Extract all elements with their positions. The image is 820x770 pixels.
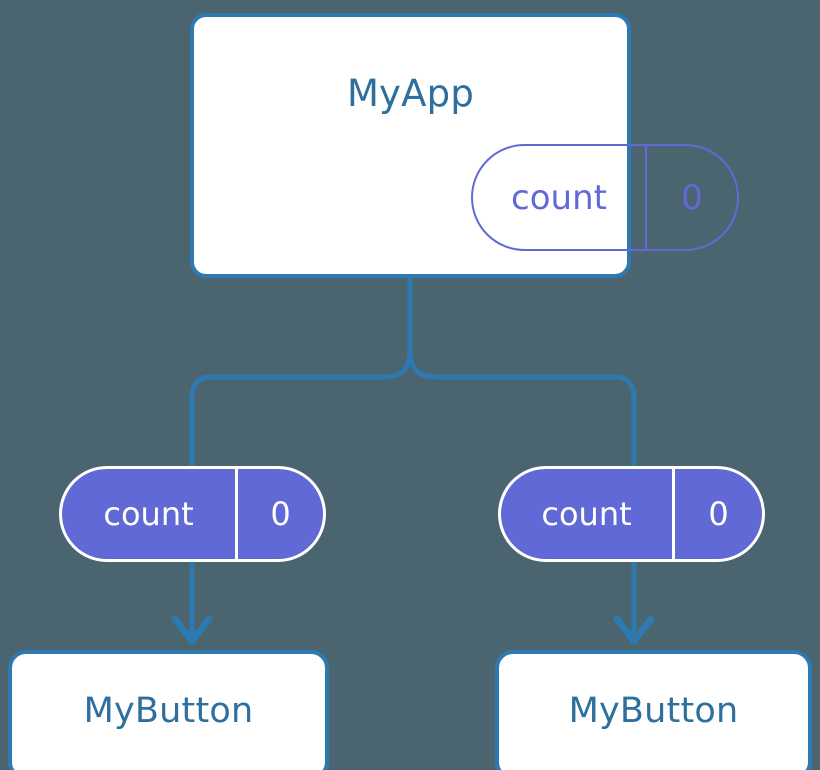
arrow-down-icon-left (171, 615, 213, 645)
state-chip-root[interactable]: count 0 (471, 144, 739, 251)
state-chip-right-key: count (501, 469, 675, 559)
node-myapp-label: MyApp (346, 72, 475, 115)
node-myapp[interactable]: MyApp count 0 (190, 13, 739, 278)
node-mybutton-right-label: MyButton (568, 691, 739, 731)
state-chip-left[interactable]: count 0 (59, 466, 326, 562)
node-mybutton-right[interactable]: MyButton (495, 650, 812, 770)
state-chip-left-key: count (62, 469, 238, 559)
node-mybutton-left[interactable]: MyButton (8, 650, 329, 770)
state-chip-left-value: 0 (270, 495, 291, 533)
state-chip-root-key: count (473, 146, 647, 249)
node-mybutton-left-label: MyButton (83, 691, 254, 731)
arrow-down-icon-right (613, 615, 655, 645)
state-chip-right-value: 0 (708, 495, 729, 533)
state-chip-right[interactable]: count 0 (498, 466, 765, 562)
state-chip-root-value: 0 (681, 177, 703, 218)
branch-line-right (407, 347, 637, 466)
branch-line-left (189, 347, 413, 466)
